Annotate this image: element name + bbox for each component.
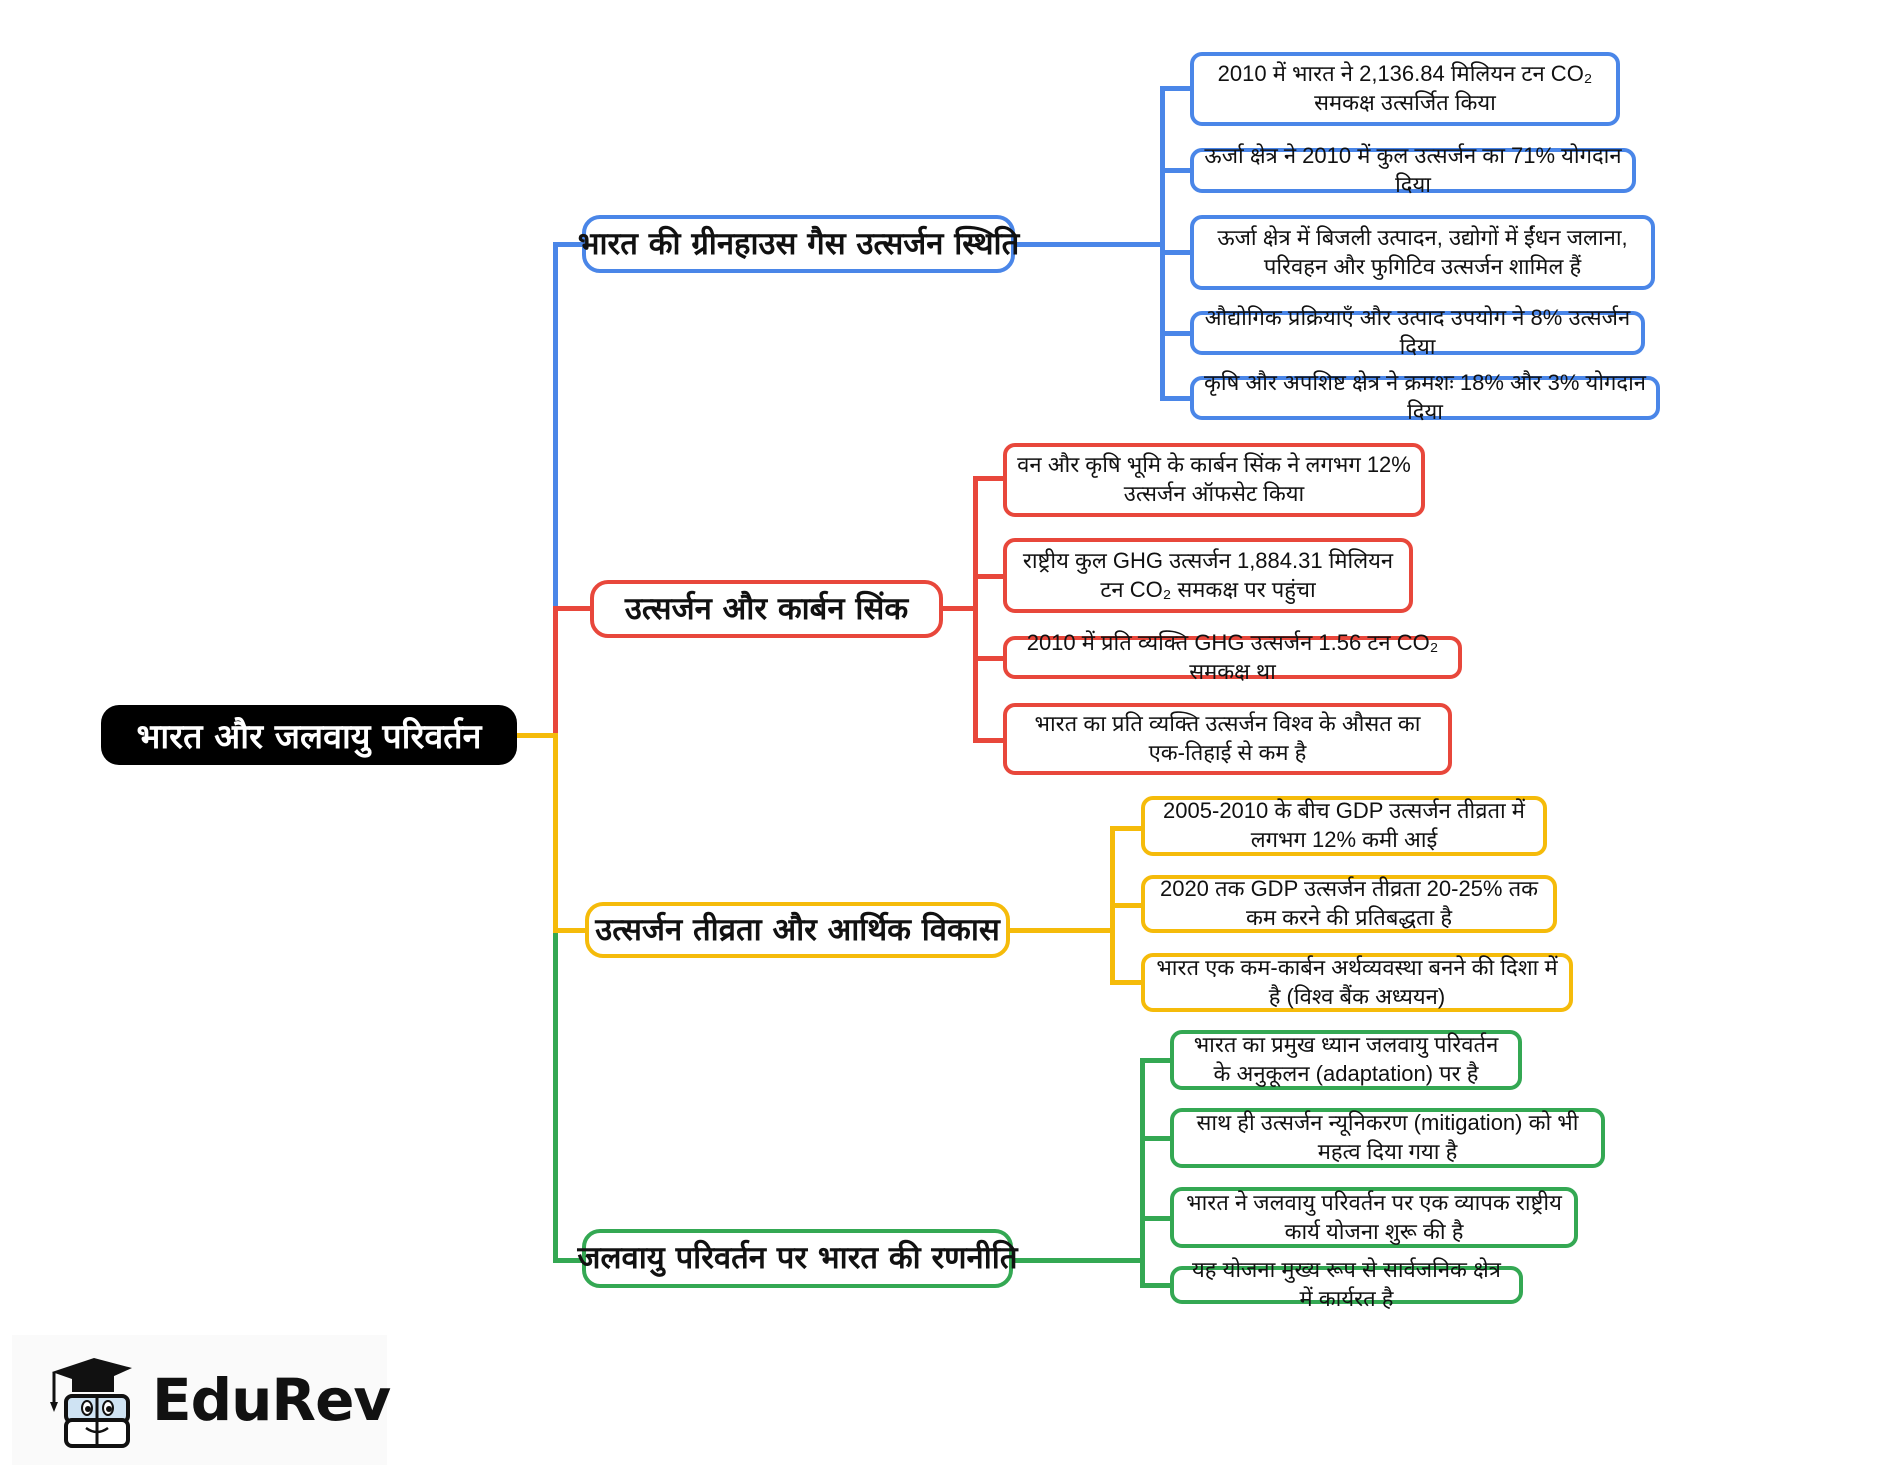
leaf-sink-2[interactable]: राष्ट्रीय कुल GHG उत्सर्जन 1,884.31 मिलि…	[1003, 538, 1413, 613]
connector-yellow-leaf-1	[1110, 826, 1143, 831]
leaf-text: औद्योगिक प्रक्रियाएँ और उत्पाद उपयोग ने …	[1204, 305, 1631, 359]
leaf-strategy-2[interactable]: साथ ही उत्सर्जन न्यूनिकरण (mitigation) क…	[1170, 1108, 1605, 1168]
leaf-ghg-4[interactable]: औद्योगिक प्रक्रियाएँ और उत्पाद उपयोग ने …	[1190, 305, 1645, 359]
connector-branch-blue	[553, 242, 585, 247]
connector-blue-leaf-1	[1160, 86, 1192, 91]
branch-emissions-carbon-sink[interactable]: उत्सर्जन और कार्बन सिंक	[590, 580, 943, 638]
connector-blue-leaf-2	[1160, 168, 1192, 173]
root-title: भारत और जलवायु परिवर्तन	[136, 717, 482, 757]
leaf-sink-4[interactable]: भारत का प्रति व्यक्ति उत्सर्जन विश्व के …	[1003, 703, 1452, 775]
branch-title: उत्सर्जन और कार्बन सिंक	[624, 590, 909, 627]
connector-green-leaf-3	[1140, 1216, 1172, 1221]
leaf-text: ऊर्जा क्षेत्र में बिजली उत्पादन, उद्योगो…	[1217, 224, 1628, 279]
leaf-text: भारत एक कम-कार्बन अर्थव्यवस्था बनने की द…	[1156, 954, 1558, 1009]
leaf-text: भारत ने जलवायु परिवर्तन पर एक व्यापक राष…	[1186, 1189, 1562, 1244]
connector-branch-red	[553, 606, 593, 611]
connector-branch-green	[553, 1258, 585, 1263]
branch-climate-strategy[interactable]: जलवायु परिवर्तन पर भारत की रणनीति	[578, 1229, 1018, 1288]
connector-green-leaf-1	[1140, 1058, 1172, 1063]
connector-blue-leaf-4	[1160, 331, 1192, 336]
leaf-text: भारत का प्रमुख ध्यान जलवायु परिवर्तन के …	[1193, 1032, 1499, 1086]
connector-yellow-stem	[1008, 928, 1114, 933]
connector-green-leaf-2	[1140, 1136, 1172, 1141]
logo-text: EduRev	[152, 1366, 391, 1434]
leaf-text: 2020 तक GDP उत्सर्जन तीव्रता 20-25% तक क…	[1159, 876, 1539, 930]
leaf-text: वन और कृषि भूमि के कार्बन सिंक ने लगभग 1…	[1017, 452, 1411, 506]
branch-title: उत्सर्जन तीव्रता और आर्थिक विकास	[595, 911, 1000, 948]
connector-spine-blue	[553, 242, 558, 610]
leaf-text: 2010 में भारत ने 2,136.84 मिलियन टन CO₂ …	[1217, 61, 1593, 115]
connector-spine-red	[553, 606, 558, 736]
connector-red-leaf-3	[973, 656, 1005, 661]
connector-red-stem	[941, 606, 978, 611]
connector-red-leaf-2	[973, 574, 1005, 579]
connector-red-leaf-4	[973, 738, 1005, 743]
leaf-text: साथ ही उत्सर्जन न्यूनिकरण (mitigation) क…	[1196, 1110, 1579, 1164]
leaf-text: 2010 में प्रति व्यक्ति GHG उत्सर्जन 1.56…	[1026, 629, 1439, 684]
leaf-intensity-3[interactable]: भारत एक कम-कार्बन अर्थव्यवस्था बनने की द…	[1141, 953, 1573, 1012]
connector-green-stem	[1011, 1258, 1145, 1263]
root-node[interactable]: भारत और जलवायु परिवर्तन	[101, 705, 517, 765]
leaf-ghg-1[interactable]: 2010 में भारत ने 2,136.84 मिलियन टन CO₂ …	[1190, 52, 1620, 126]
connector-branch-yellow	[553, 928, 588, 933]
connector-spine-green	[553, 930, 558, 1263]
connector-red-vertical	[973, 476, 978, 742]
connector-blue-leaf-5	[1160, 396, 1192, 401]
leaf-sink-3[interactable]: 2010 में प्रति व्यक्ति GHG उत्सर्जन 1.56…	[1003, 630, 1462, 684]
connector-spine-yellow	[553, 733, 558, 933]
branch-emission-intensity[interactable]: उत्सर्जन तीव्रता और आर्थिक विकास	[585, 902, 1010, 958]
leaf-strategy-4[interactable]: यह योजना मुख्य रूप से सार्वजनिक क्षेत्र …	[1170, 1257, 1523, 1311]
branch-title: जलवायु परिवर्तन पर भारत की रणनीति	[577, 1240, 1018, 1277]
leaf-intensity-2[interactable]: 2020 तक GDP उत्सर्जन तीव्रता 20-25% तक क…	[1141, 875, 1557, 933]
connector-blue-leaf-3	[1160, 250, 1192, 255]
connector-yellow-leaf-3	[1110, 980, 1143, 985]
leaf-text: भारत का प्रति व्यक्ति उत्सर्जन विश्व के …	[1034, 711, 1421, 765]
leaf-ghg-3[interactable]: ऊर्जा क्षेत्र में बिजली उत्पादन, उद्योगो…	[1190, 215, 1655, 290]
leaf-strategy-1[interactable]: भारत का प्रमुख ध्यान जलवायु परिवर्तन के …	[1170, 1030, 1522, 1090]
leaf-text: यह योजना मुख्य रूप से सार्वजनिक क्षेत्र …	[1192, 1257, 1501, 1311]
connector-blue-vertical	[1160, 86, 1165, 400]
leaf-ghg-5[interactable]: कृषि और अपशिष्ट क्षेत्र ने क्रमशः 18% और…	[1190, 370, 1660, 424]
connector-red-leaf-1	[973, 476, 1005, 481]
leaf-text: 2005-2010 के बीच GDP उत्सर्जन तीव्रता मे…	[1163, 798, 1525, 852]
branch-title: भारत की ग्रीनहाउस गैस उत्सर्जन स्थिति	[577, 225, 1020, 262]
leaf-sink-1[interactable]: वन और कृषि भूमि के कार्बन सिंक ने लगभग 1…	[1003, 443, 1425, 517]
connector-green-leaf-4	[1140, 1283, 1172, 1288]
leaf-text: कृषि और अपशिष्ट क्षेत्र ने क्रमशः 18% और…	[1204, 370, 1646, 424]
connector-blue-stem	[1013, 242, 1163, 247]
leaf-text: राष्ट्रीय कुल GHG उत्सर्जन 1,884.31 मिलि…	[1022, 547, 1394, 602]
branch-ghg-status[interactable]: भारत की ग्रीनहाउस गैस उत्सर्जन स्थिति	[578, 215, 1019, 273]
connector-green-vertical	[1140, 1058, 1145, 1287]
leaf-intensity-1[interactable]: 2005-2010 के बीच GDP उत्सर्जन तीव्रता मे…	[1141, 796, 1547, 856]
connector-root	[517, 733, 557, 738]
edurev-logo[interactable]: EduRev	[12, 1335, 391, 1465]
leaf-text: ऊर्जा क्षेत्र ने 2010 में कुल उत्सर्जन क…	[1204, 142, 1622, 197]
connector-yellow-leaf-2	[1110, 903, 1143, 908]
leaf-ghg-2[interactable]: ऊर्जा क्षेत्र ने 2010 में कुल उत्सर्जन क…	[1190, 143, 1636, 197]
leaf-strategy-3[interactable]: भारत ने जलवायु परिवर्तन पर एक व्यापक राष…	[1170, 1187, 1578, 1248]
graduation-cap-mascot-icon	[32, 1350, 142, 1450]
